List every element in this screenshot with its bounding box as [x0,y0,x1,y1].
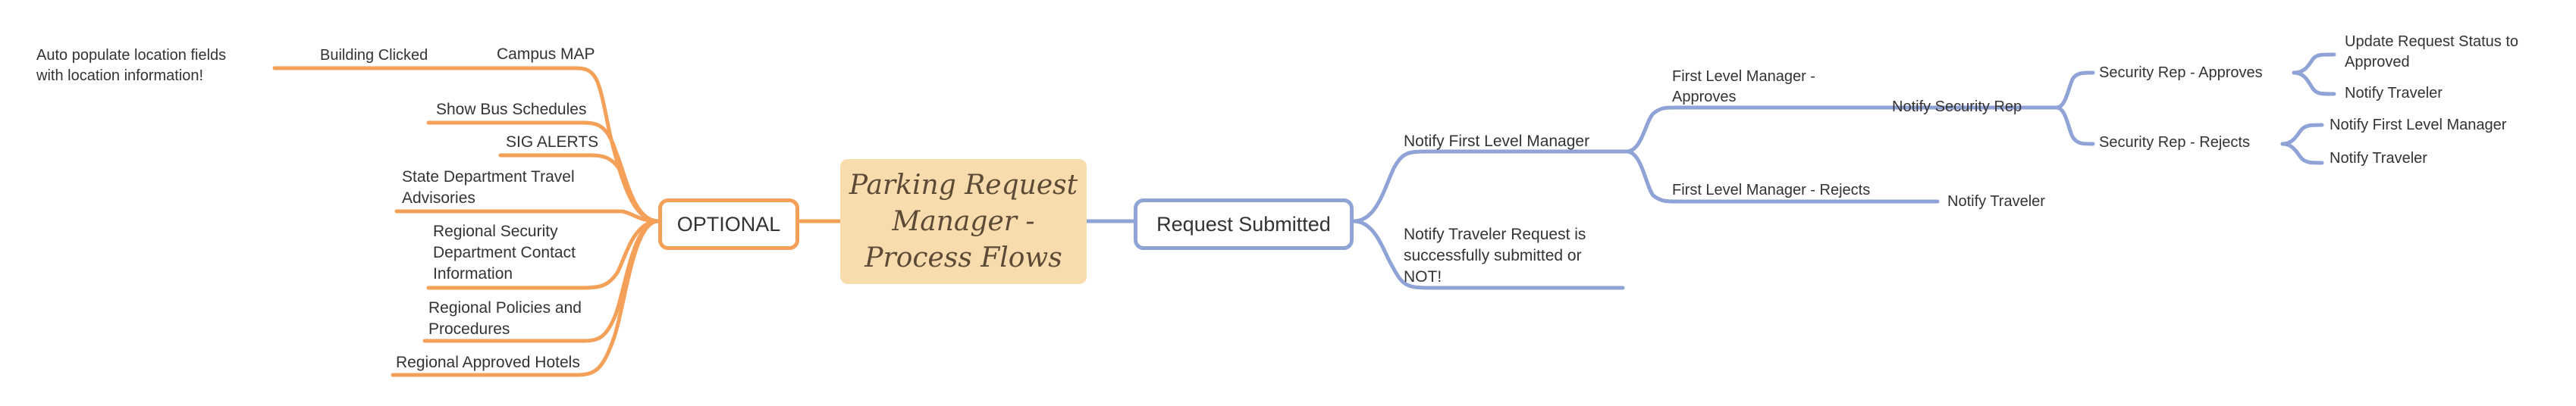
connector-sig-alerts [498,153,660,223]
notify-traveler-manager-rejected-node[interactable]: Notify Traveler [1947,193,2045,210]
security-contact-node[interactable]: Regional Security Department Contact Inf… [433,223,576,283]
sig-alerts-node[interactable]: SIG ALERTS [506,133,599,151]
connector-security-rejects [2054,105,2095,146]
travel-advisories-node[interactable]: State Department Travel Advisories [402,168,575,207]
connector-manager-approves [1624,105,1890,154]
connector-notify-manager [1351,149,1629,223]
connector-approved-hotels [391,219,660,377]
optional-node[interactable]: OPTIONAL [658,198,799,250]
notify-traveler-rejected-node[interactable]: Notify Traveler [2330,150,2427,167]
connector-travel-advisories [394,209,660,223]
security-rejects-node[interactable]: Security Rep - Rejects [2099,134,2250,151]
connector-update-status [2292,52,2336,75]
notify-manager-rejected-node[interactable]: Notify First Level Manager [2330,117,2507,133]
connector-notify-traveler-rejected [2280,142,2324,165]
notify-security-node[interactable]: Notify Security Rep [1892,98,2022,115]
connector-security-approves [2054,70,2095,110]
connector-notify-manager-rejected [2280,123,2324,146]
notify-traveler-submitted-node[interactable]: Notify Traveler Request is successfully … [1404,226,1586,286]
manager-approves-node[interactable]: First Level Manager - Approves [1672,68,1815,105]
bus-schedules-node[interactable]: Show Bus Schedules [436,101,587,118]
security-approves-node[interactable]: Security Rep - Approves [2099,64,2263,81]
regional-policies-node[interactable]: Regional Policies and Procedures [428,299,582,338]
optional-node-label: OPTIONAL [676,212,781,236]
request-submitted-node[interactable]: Request Submitted [1134,198,1354,250]
notify-traveler-approved-node[interactable]: Notify Traveler [2345,85,2443,102]
manager-rejects-node[interactable]: First Level Manager - Rejects [1672,182,1871,198]
auto-populate-node[interactable]: Auto populate location fields with locat… [36,47,227,84]
update-status-node[interactable]: Update Request Status to Approved [2345,33,2519,70]
central-topic-label: Parking Request Manager - Process Flows [849,169,1078,273]
approved-hotels-node[interactable]: Regional Approved Hotels [396,354,580,371]
campus-map-node[interactable]: Campus MAP [497,45,595,63]
connector-security-contact [426,219,660,290]
notify-manager-node[interactable]: Notify First Level Manager [1404,133,1590,150]
connector-manager-rejects [1624,149,1940,204]
building-clicked-node[interactable]: Building Clicked [320,47,428,64]
connector-notify-traveler-approved [2292,70,2336,96]
connector-notify-traveler-submitted [1351,219,1625,290]
central-topic[interactable]: Parking Request Manager - Process Flows [840,159,1087,284]
request-submitted-label: Request Submitted [1156,212,1331,236]
